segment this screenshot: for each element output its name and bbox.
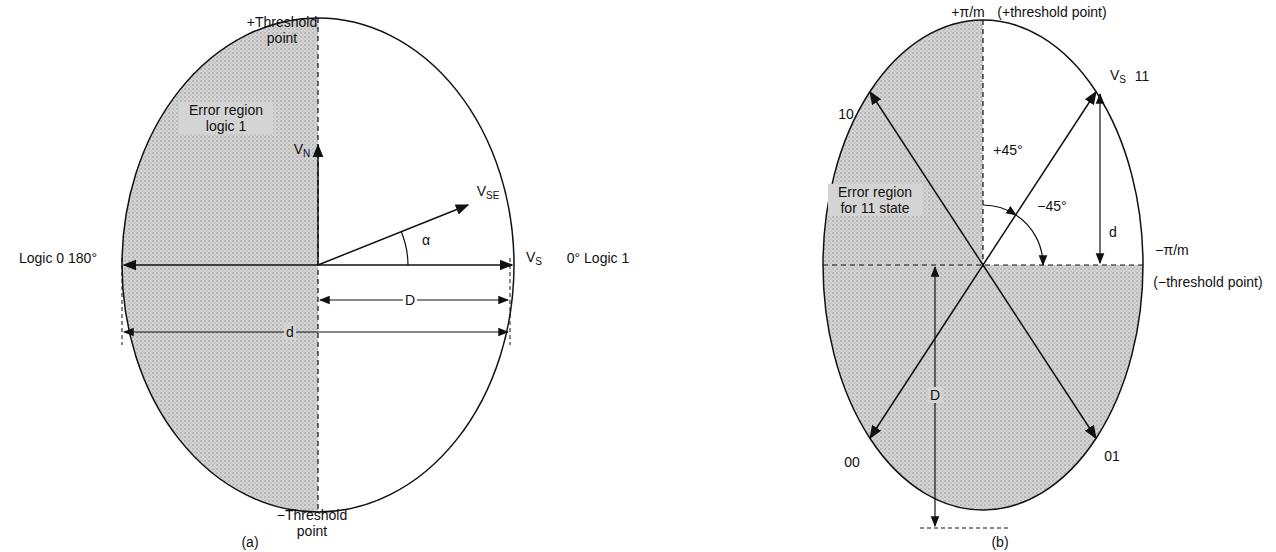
- label: D: [403, 292, 417, 308]
- label: +Threshold point: [235, 14, 329, 46]
- d-dimension: [1099, 94, 1100, 263]
- label: VS: [524, 249, 544, 268]
- angle-arc: [983, 205, 1016, 215]
- d-dimension: [124, 331, 508, 332]
- label: (b): [989, 534, 1010, 550]
- dimension-tick: [920, 528, 1010, 529]
- label: Logic 0 180°: [17, 250, 99, 266]
- label: (−threshold point): [1151, 274, 1264, 290]
- label: (a): [239, 534, 260, 550]
- circle: [122, 18, 514, 512]
- phasor-00: [870, 265, 983, 438]
- qpsk-diagram: [820, 0, 1150, 528]
- phasor-11: [983, 92, 1096, 265]
- angle-arc: [1016, 215, 1043, 265]
- logic0-phasor: [124, 264, 318, 266]
- threshold-line: [982, 20, 983, 265]
- error-region: [100, 0, 318, 552]
- phasor-01: [983, 265, 1096, 438]
- label: D: [928, 387, 942, 403]
- alpha-arc: [401, 231, 408, 265]
- circle: [823, 20, 1143, 510]
- bpsk-diagram: [100, 0, 514, 552]
- dimension-tick: [122, 258, 123, 345]
- error-region: [820, 0, 983, 265]
- label: (+threshold point): [995, 4, 1108, 20]
- label: Error region logic 1: [179, 102, 273, 134]
- label: 00: [842, 454, 862, 470]
- dimension-tick: [510, 258, 511, 345]
- label: 10: [836, 106, 856, 122]
- label: 0° Logic 1: [565, 250, 631, 266]
- label: VN: [292, 141, 313, 160]
- label: −45°: [1035, 198, 1068, 214]
- label: 11: [1133, 68, 1152, 84]
- label: α: [420, 232, 432, 248]
- label: +π/m: [949, 4, 986, 20]
- label: d: [284, 324, 296, 340]
- phasor-10: [870, 92, 983, 265]
- label: Error region for 11 state: [828, 184, 922, 216]
- label: VSE: [475, 183, 502, 202]
- label: −π/m: [1153, 242, 1190, 258]
- vse-phasor: [318, 205, 468, 265]
- label: 01: [1102, 448, 1122, 464]
- label: −Threshold point: [265, 507, 359, 539]
- label: +45°: [991, 142, 1024, 158]
- vs-phasor: [318, 264, 512, 266]
- label: VS: [1108, 67, 1128, 86]
- vn-phasor: [317, 145, 319, 265]
- label: d: [1107, 224, 1119, 240]
- error-region: [820, 265, 1150, 525]
